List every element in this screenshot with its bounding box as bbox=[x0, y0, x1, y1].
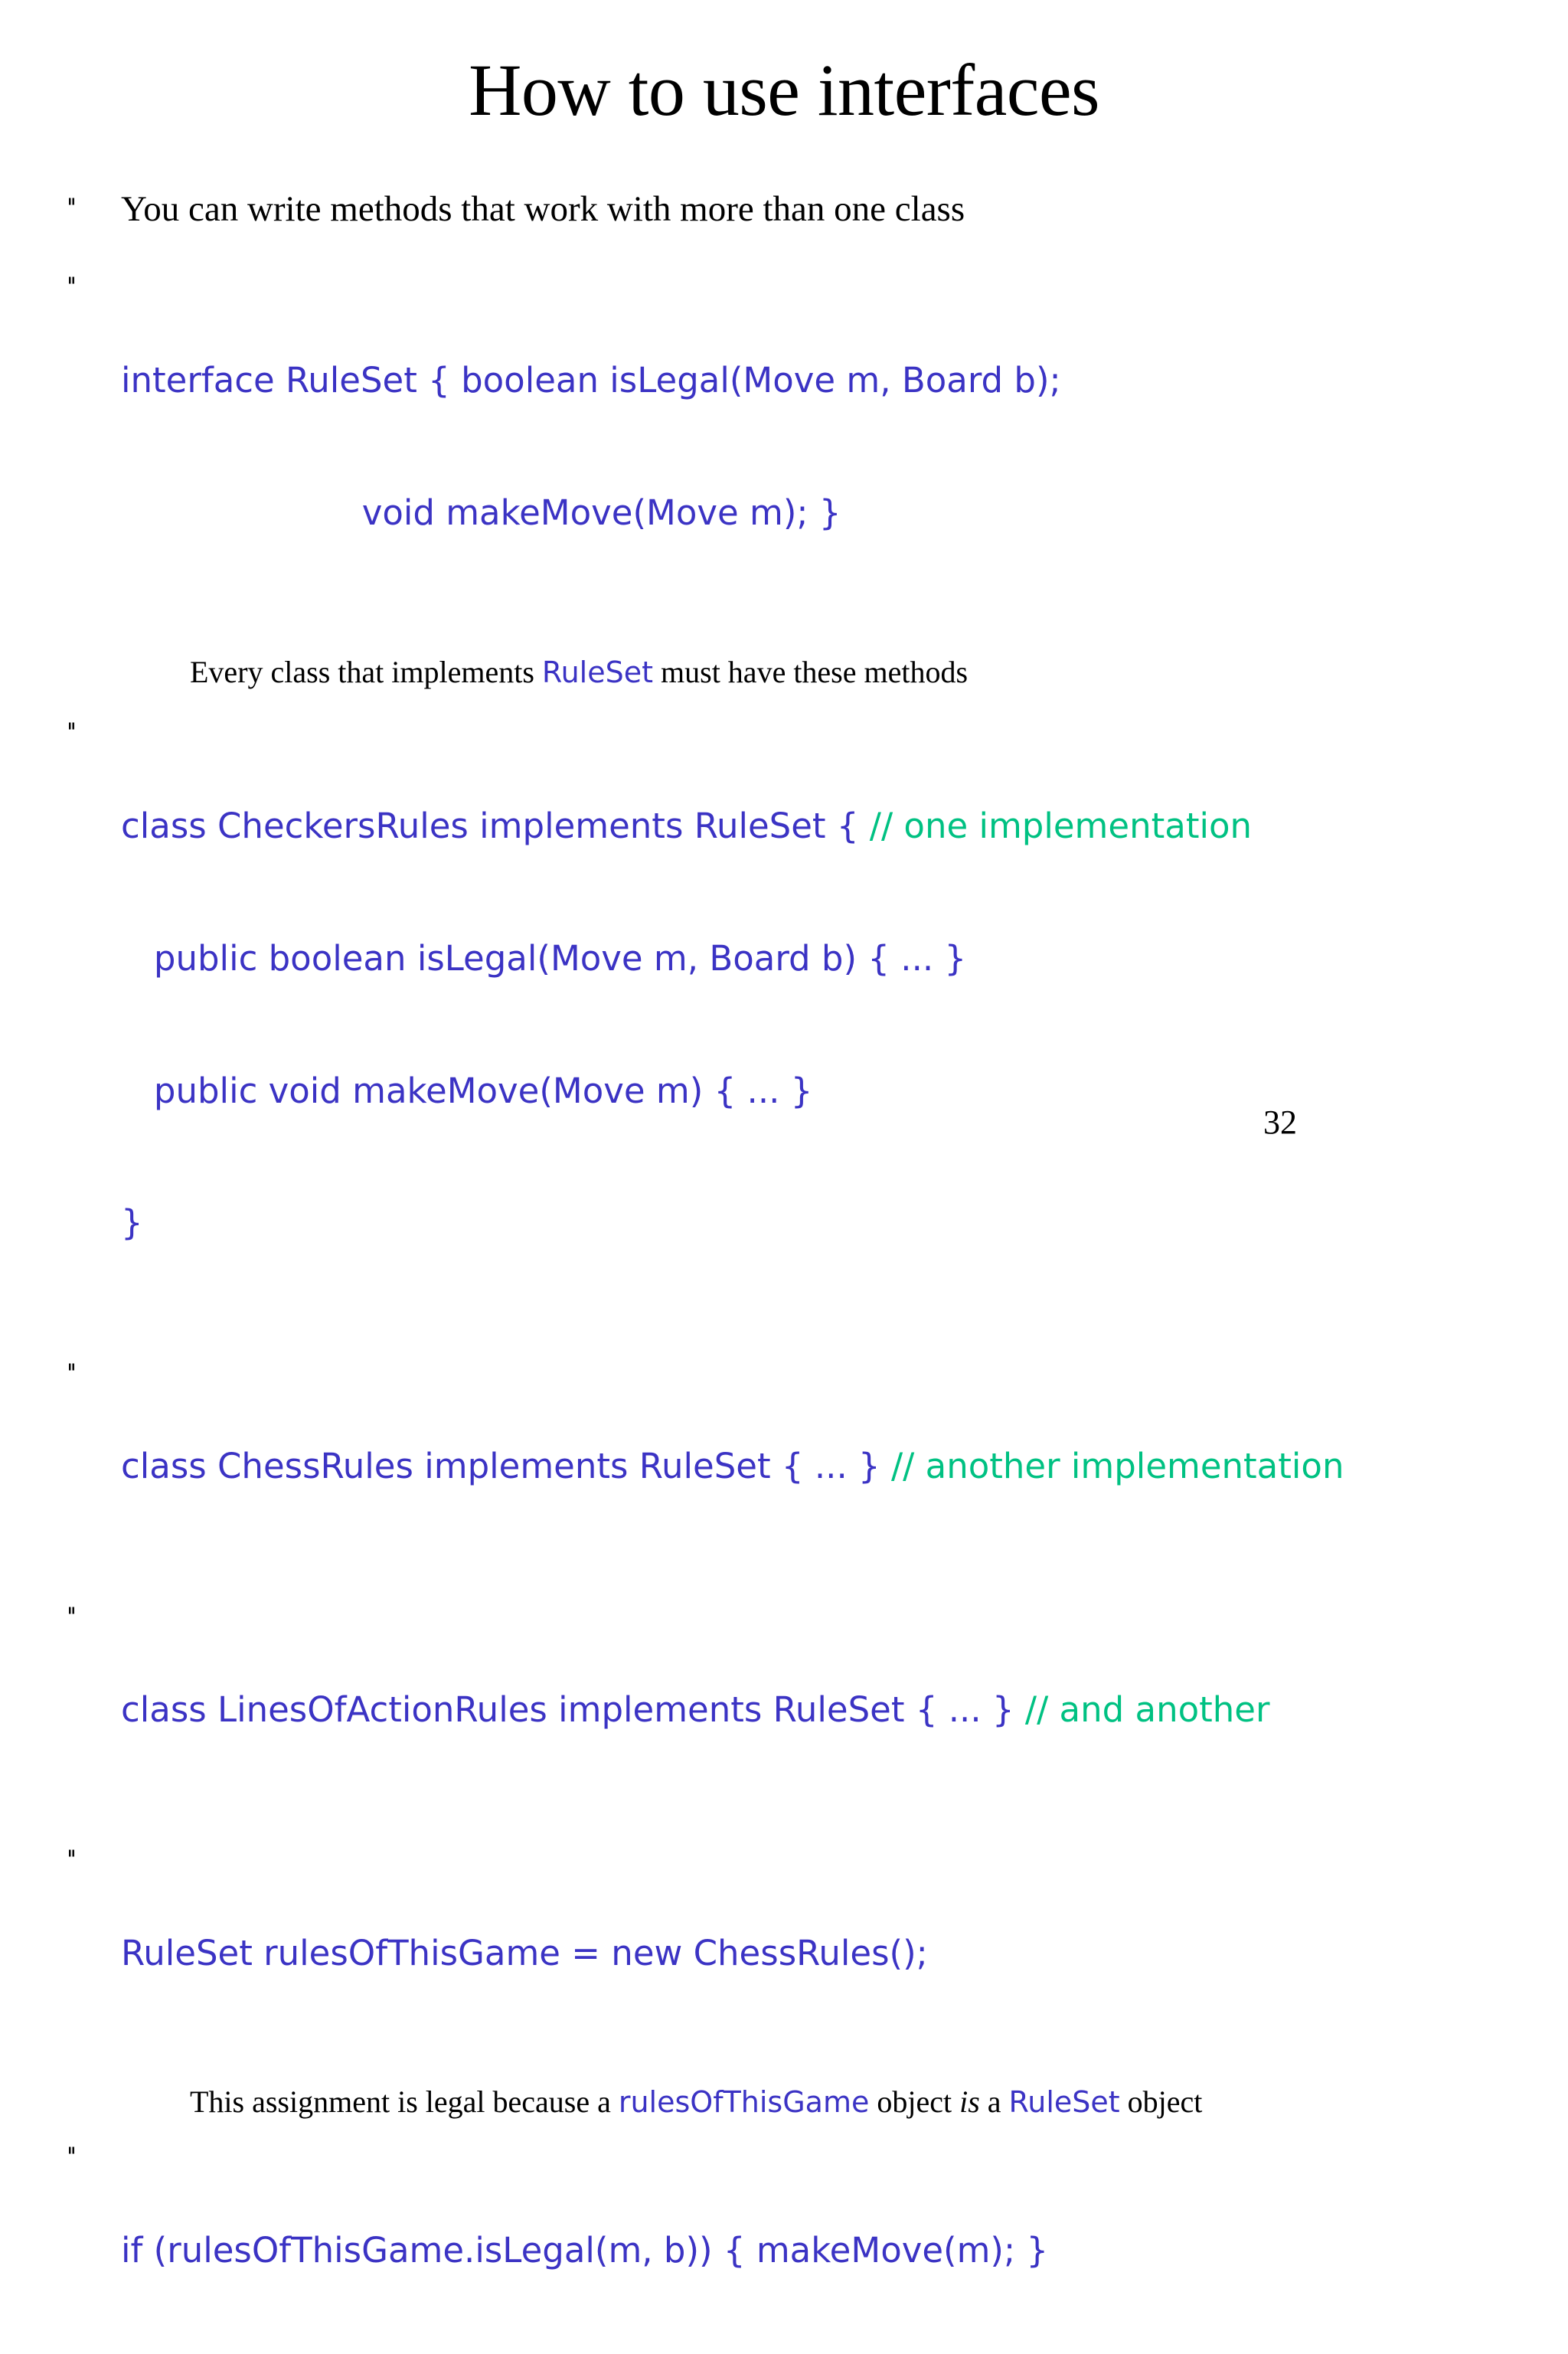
code-block-linesofaction-rules: class LinesOfActionRules implements Rule… bbox=[121, 1600, 1568, 1820]
slide-body: " You can write methods that work with m… bbox=[0, 191, 1568, 2354]
slide-canvas: How to use interfaces " You can write me… bbox=[67, 49, 1344, 2271]
spacer bbox=[0, 1820, 1568, 1843]
code-run: RuleSet rulesOfThisGame = new ChessRules… bbox=[121, 1933, 928, 1974]
bullet-marker-icon: " bbox=[67, 273, 76, 302]
code-line: void makeMove(Move m); } bbox=[121, 492, 841, 533]
bullet-item-chess-rules: " class ChessRules implements RuleSet { … bbox=[0, 1356, 1568, 1577]
code-comment: // and another bbox=[1024, 1689, 1270, 1731]
note-run: object bbox=[1119, 2084, 1203, 2120]
code-block-if-statement: if (rulesOfThisGame.isLegal(m, b)) { mak… bbox=[121, 2140, 1568, 2354]
code-run: class CheckersRules implements RuleSet { bbox=[121, 806, 870, 847]
bullet-item-if-statement: " if (rulesOfThisGame.isLegal(m, b)) { m… bbox=[0, 2140, 1568, 2354]
code-block-interface-decl: interface RuleSet { boolean isLegal(Move… bbox=[121, 270, 1568, 623]
code-comment: // one implementation bbox=[869, 806, 1253, 847]
bullet-item-checkers-rules: " class CheckersRules implements RuleSet… bbox=[0, 716, 1568, 1333]
code-run: class ChessRules implements RuleSet { ..… bbox=[121, 1446, 891, 1487]
note-run: a bbox=[979, 2084, 1009, 2120]
code-line: RuleSet rulesOfThisGame = new ChessRules… bbox=[121, 1931, 1568, 1976]
code-line: interface RuleSet { boolean isLegal(Move… bbox=[121, 360, 1061, 401]
code-line: public boolean isLegal(Move m, Board b) … bbox=[121, 937, 1568, 981]
code-run: if (rulesOfThisGame.isLegal(m, b)) { mak… bbox=[121, 2229, 1049, 2271]
note-run: object bbox=[869, 2084, 960, 2120]
page-title: How to use interfaces bbox=[469, 49, 1099, 131]
code-line: if (rulesOfThisGame.isLegal(m, b)) { mak… bbox=[121, 2228, 1568, 2273]
code-line: class ChessRules implements RuleSet { ..… bbox=[121, 1444, 1568, 1489]
bullet-marker-icon: " bbox=[67, 1846, 76, 1875]
spacer bbox=[0, 1333, 1568, 1356]
code-comment: // another implementation bbox=[891, 1446, 1344, 1487]
bullet-marker-icon: " bbox=[67, 1602, 76, 1631]
bullet-marker-icon: " bbox=[67, 1358, 76, 1388]
note-emphasis: is bbox=[959, 2084, 980, 2120]
code-line: public void makeMove(Move m) { ... } bbox=[121, 1069, 1568, 1113]
note-keyword: RuleSet bbox=[541, 655, 654, 689]
bullet-text-intro: You can write methods that work with mor… bbox=[121, 189, 965, 229]
code-line: } bbox=[121, 1201, 1568, 1245]
spacer bbox=[0, 2064, 1568, 2084]
code-run: public boolean isLegal(Move m, Board b) … bbox=[121, 937, 967, 979]
bullet-marker-icon: " bbox=[67, 718, 76, 747]
bullet-marker-icon: " bbox=[67, 2142, 76, 2171]
code-block-assignment: RuleSet rulesOfThisGame = new ChessRules… bbox=[121, 1843, 1568, 2064]
code-block-chess-rules: class ChessRules implements RuleSet { ..… bbox=[121, 1356, 1568, 1577]
spacer bbox=[0, 623, 1568, 654]
note-assignment: This assignment is legal because a rules… bbox=[0, 2084, 1568, 2120]
page-number: 32 bbox=[1263, 1103, 1297, 1141]
code-run: public void makeMove(Move m) { ... } bbox=[121, 1070, 813, 1111]
note-every-class: Every class that implements RuleSet must… bbox=[0, 654, 1568, 690]
note-keyword: RuleSet bbox=[1008, 2085, 1120, 2120]
note-run: This assignment is legal because a bbox=[190, 2084, 619, 2120]
bullet-item-interface-decl: " interface RuleSet { boolean isLegal(Mo… bbox=[0, 270, 1568, 623]
note-keyword: rulesOfThisGame bbox=[618, 2085, 870, 2120]
code-line: class CheckersRules implements RuleSet {… bbox=[121, 804, 1568, 848]
bullet-item-linesofaction-rules: " class LinesOfActionRules implements Ru… bbox=[0, 1600, 1568, 1820]
spacer bbox=[0, 1577, 1568, 1600]
bullet-item-assignment: " RuleSet rulesOfThisGame = new ChessRul… bbox=[0, 1843, 1568, 2064]
bullet-marker-icon: " bbox=[67, 194, 76, 223]
code-block-checkers-rules: class CheckersRules implements RuleSet {… bbox=[121, 716, 1568, 1333]
spacer bbox=[0, 690, 1568, 716]
code-line: class LinesOfActionRules implements Rule… bbox=[121, 1688, 1568, 1732]
bullet-item-intro: " You can write methods that work with m… bbox=[0, 191, 1568, 227]
spacer bbox=[0, 227, 1568, 270]
code-run: class LinesOfActionRules implements Rule… bbox=[121, 1689, 1025, 1731]
note-run: Every class that implements bbox=[190, 654, 542, 689]
code-run: } bbox=[121, 1202, 143, 1244]
spacer bbox=[0, 2120, 1568, 2140]
note-run: must have these methods bbox=[653, 654, 969, 689]
